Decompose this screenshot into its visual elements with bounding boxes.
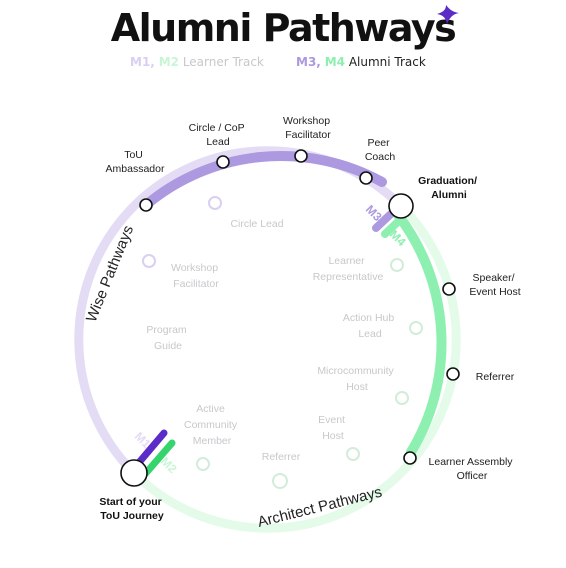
sparkle-icon bbox=[437, 5, 459, 24]
alumni-stop-workshop-facilitator bbox=[294, 149, 308, 163]
label-learner-event-host: Event Host bbox=[318, 414, 348, 442]
label-learner-circle-lead: Circle Lead bbox=[230, 218, 283, 230]
alumni-wise-arc bbox=[141, 151, 387, 210]
label-start: Start of your ToU Journey bbox=[99, 496, 164, 522]
label-learner-referrer: Referrer bbox=[262, 451, 301, 463]
label-workshop-facilitator: Workshop Facilitator bbox=[283, 115, 333, 141]
alumni-stop-speaker bbox=[442, 282, 456, 296]
learner-stop bbox=[346, 447, 360, 461]
m3-bar bbox=[372, 208, 397, 232]
learner-stop bbox=[409, 321, 423, 335]
label-learner-action-hub-lead: Action Hub Lead bbox=[343, 312, 397, 340]
alumni-stop-tou-ambassador bbox=[139, 198, 153, 212]
label-speaker-event-host: Speaker/ Event Host bbox=[469, 272, 520, 298]
start-node bbox=[120, 459, 148, 487]
legend-learner-m2: M2 bbox=[158, 55, 179, 69]
legend-learner-m1: M1, bbox=[130, 55, 155, 69]
m4-bar bbox=[381, 214, 406, 238]
label-learner-active-member: Active Community Member bbox=[184, 403, 240, 447]
m1-bar bbox=[132, 429, 168, 470]
legend-alumni-m4: M4 bbox=[324, 55, 345, 69]
graduation-node bbox=[388, 193, 414, 219]
legend-alumni-m3: M3, bbox=[296, 55, 321, 69]
learner-stop bbox=[142, 254, 156, 268]
label-learner-representative: Learner Representative bbox=[313, 255, 384, 283]
page-title: Alumni Pathways bbox=[0, 6, 566, 50]
alumni-stop-referrer bbox=[446, 367, 460, 381]
label-learner-program-guide: Program Guide bbox=[146, 324, 189, 352]
label-referrer-alumni: Referrer bbox=[476, 371, 515, 383]
learner-stop bbox=[196, 457, 210, 471]
learner-stop bbox=[395, 391, 409, 405]
m2-bar bbox=[142, 439, 176, 477]
label-learner-assembly-officer: Learner Assembly Officer bbox=[429, 456, 516, 482]
title-text: Alumni Pathways bbox=[110, 6, 457, 50]
label-graduation: Graduation/ Alumni bbox=[418, 175, 480, 201]
legend-alumni-label: Alumni Track bbox=[348, 55, 426, 69]
learner-stop bbox=[272, 473, 288, 489]
learner-architect-arc bbox=[129, 201, 461, 533]
label-learner-microcommunity-host: Microcommunity Host bbox=[317, 365, 396, 393]
alumni-stop-peer-coach bbox=[359, 171, 373, 185]
learner-stop bbox=[208, 196, 222, 210]
label-tou-ambassador: ToU Ambassador bbox=[106, 149, 165, 175]
label-learner-workshop-facilitator: Workshop Facilitator bbox=[171, 262, 221, 290]
alumni-stop-assembly-officer bbox=[403, 451, 417, 465]
label-circle-cop-lead: Circle / CoP Lead bbox=[189, 122, 248, 148]
alumni-architect-arc bbox=[393, 210, 447, 457]
legend-learner: M1, M2 Learner Track bbox=[130, 55, 264, 69]
learner-stop bbox=[390, 258, 404, 272]
label-peer-coach: Peer Coach bbox=[365, 137, 396, 163]
alumni-stop-circle-lead bbox=[216, 155, 230, 169]
legend-alumni: M3, M4 Alumni Track bbox=[296, 55, 426, 69]
legend-learner-label: Learner Track bbox=[182, 55, 264, 69]
